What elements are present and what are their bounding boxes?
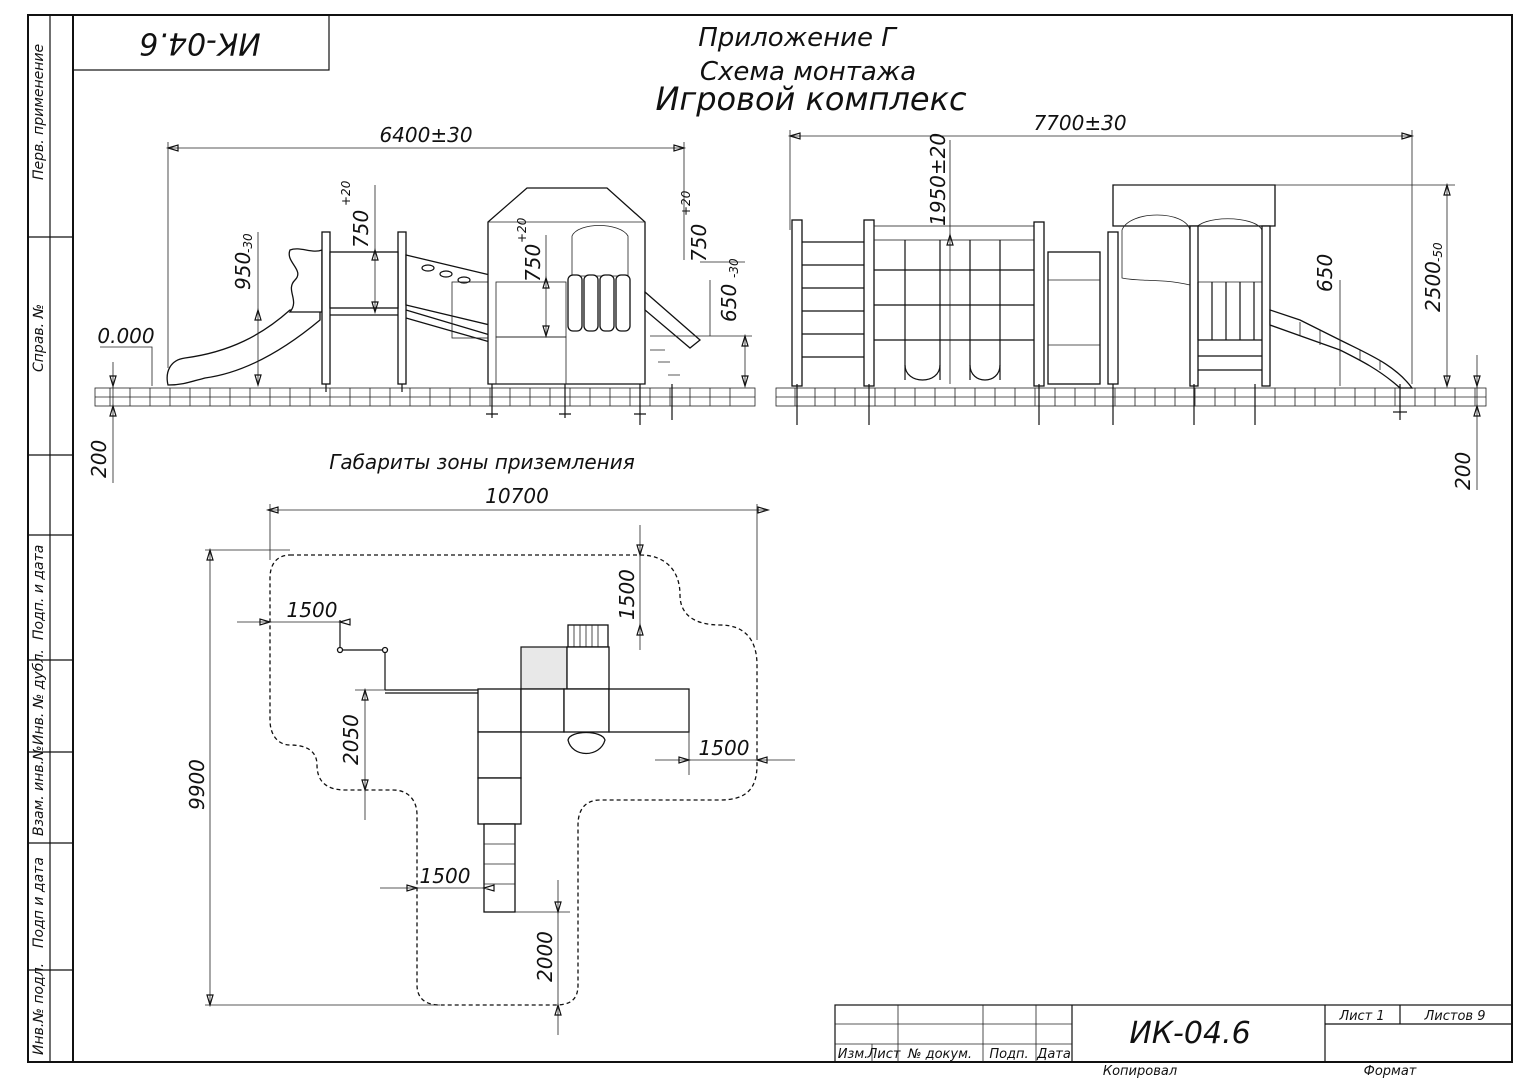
sheet-frame [72, 14, 1513, 1063]
dim-950-tol: -30 [241, 233, 255, 253]
dim-750-a: 750 [349, 210, 373, 248]
dim-650: 650 [717, 284, 741, 322]
tb-sheet: Лист 1 [1338, 1009, 1384, 1024]
tb-izm: Изм. [838, 1047, 869, 1062]
plan-dim-2000: 2000 [533, 931, 557, 982]
dim-750-b: 750 [521, 244, 545, 282]
plan-dim-1500-left: 1500 [287, 598, 338, 622]
landing-zone-outline [269, 554, 758, 1006]
tb-sheets: Листов 9 [1424, 1009, 1486, 1024]
dim-750-c: 750 [687, 224, 711, 262]
side-view [775, 184, 1487, 425]
appendix-title: Приложение Г [698, 23, 898, 53]
dim-950: 950 [231, 252, 255, 290]
plan-width-dim: 10700 [485, 484, 549, 508]
label-vzam-inv-no: Взам. инв.№ [31, 745, 47, 836]
tb-doc-no: № докум. [907, 1047, 972, 1062]
dim-750-a-tol: +20 [339, 180, 353, 206]
plan-title: Габариты зоны приземления [329, 450, 635, 474]
side-dim-650: 650 [1313, 254, 1337, 292]
front-dimensions: 6400±30 950 -30 750 +20 750 +20 750 +20 … [87, 123, 752, 483]
label-perv-primenenie: Перв. применение [31, 44, 47, 180]
label-inv-no-dubl: Инв. № дубл. [31, 649, 47, 745]
plan-view [269, 554, 758, 1006]
dim-650-tol: -30 [727, 258, 741, 278]
mirrored-stamp-code: ИК-04.6 [139, 26, 260, 61]
dim-750-b-tol: +20 [515, 217, 529, 243]
plan-dim-1500-bottom: 1500 [420, 864, 471, 888]
label-sprav-no: Справ. № [31, 304, 47, 372]
front-depth-200: 200 [87, 440, 111, 478]
tb-code: ИК-04.6 [1129, 1016, 1250, 1051]
plan-dim-1500-top: 1500 [615, 569, 639, 620]
side-depth-200: 200 [1451, 452, 1475, 490]
title-block: Изм. Лист № докум. Подп. Дата ИК-04.6 Ли… [834, 1004, 1513, 1079]
side-width-dim: 7700±30 [1033, 111, 1126, 135]
tb-kopiroval: Копировал [1103, 1064, 1177, 1079]
front-view [94, 187, 756, 425]
tb-podp: Подп. [989, 1047, 1028, 1062]
plan-dim-2050: 2050 [339, 714, 363, 765]
product-title: Игровой комплекс [655, 80, 966, 118]
plan-height-dim: 9900 [185, 759, 209, 810]
label-inv-no-podl: Инв.№ подл. [31, 963, 47, 1055]
front-width-dim: 6400±30 [379, 123, 472, 147]
dim-750-c-tol: +20 [679, 190, 693, 216]
tb-list: Лист [867, 1047, 901, 1062]
plan-dim-1500-right: 1500 [699, 736, 750, 760]
tb-data: Дата [1036, 1047, 1071, 1062]
tb-format: Формат [1364, 1064, 1417, 1079]
dim-1950: 1950±20 [926, 133, 950, 226]
dim-2500-tol: -50 [1431, 242, 1445, 262]
plan-dimensions: 10700 9900 1500 1500 2050 1500 1500 2000 [185, 484, 795, 1035]
label-podp-i-data-2: Подп и дата [31, 857, 47, 948]
side-dimensions: 7700±30 1950±20 650 2500 -50 200 [787, 111, 1481, 490]
dim-2500: 2500 [1421, 261, 1445, 312]
scheme-title: Схема монтажа [700, 57, 916, 87]
mirrored-stamp-box [72, 14, 330, 71]
label-podp-i-data-1: Подп. и дата [31, 545, 47, 640]
ground-level: 0.000 [97, 324, 154, 348]
